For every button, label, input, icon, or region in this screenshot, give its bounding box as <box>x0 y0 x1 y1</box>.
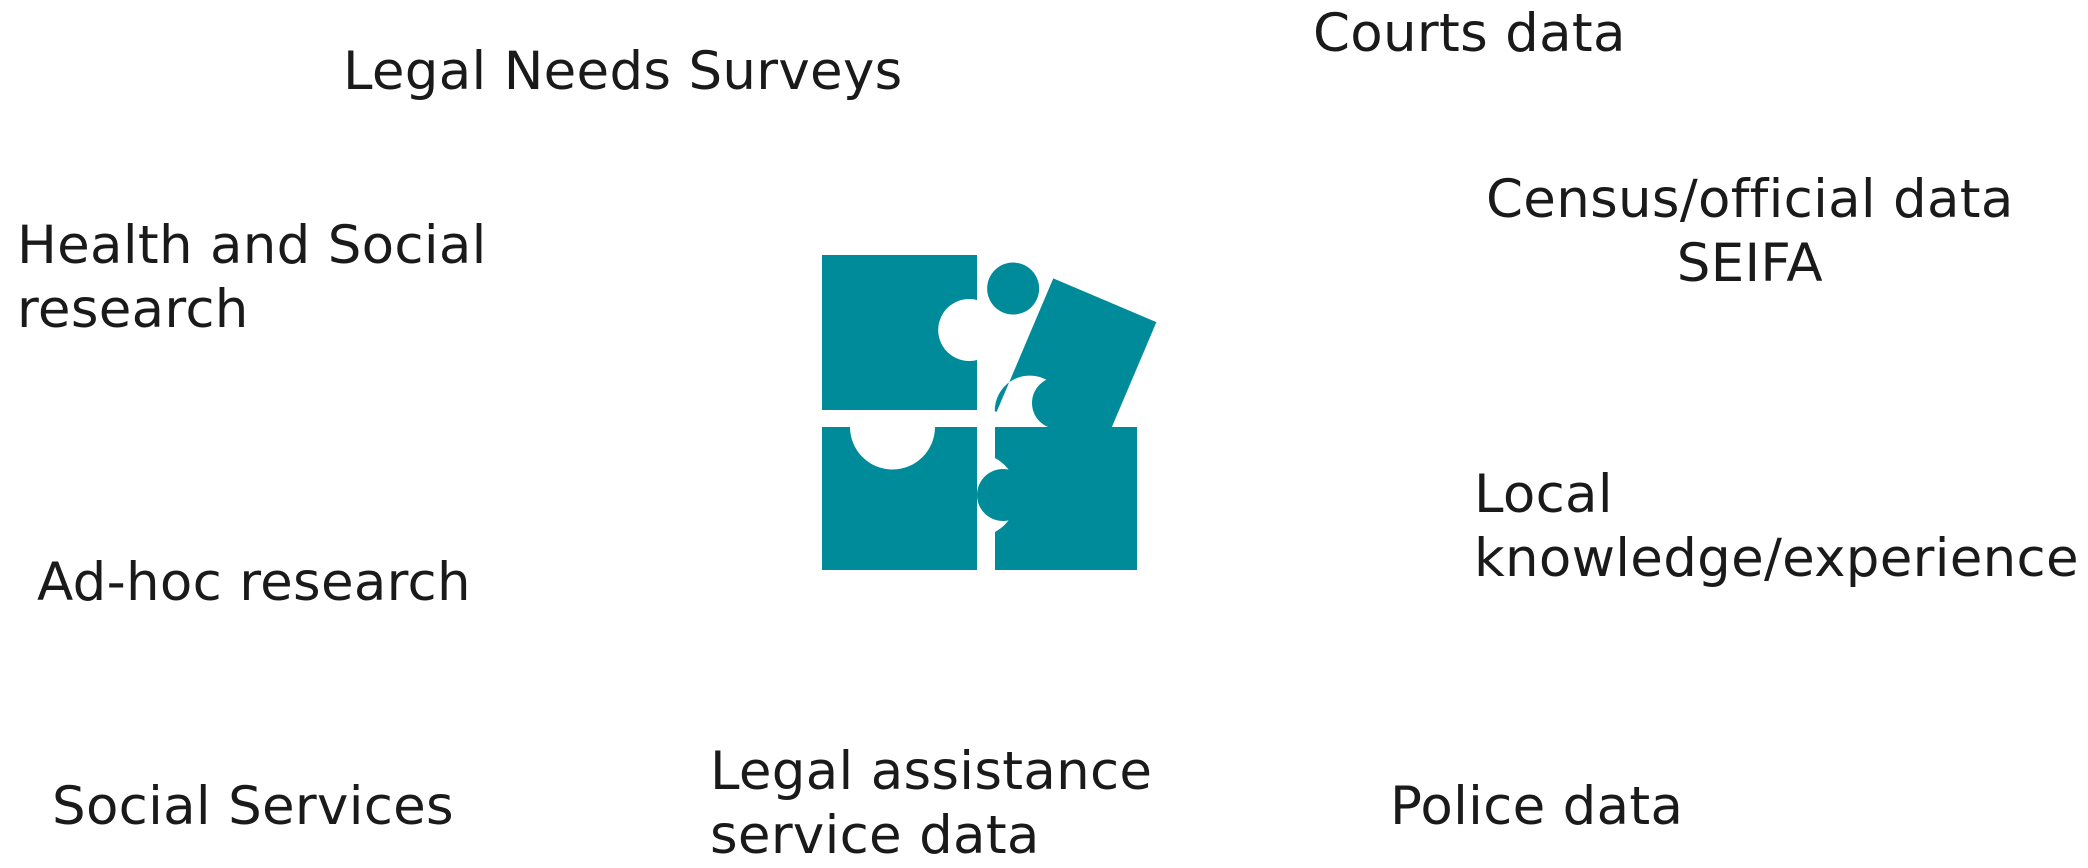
puzzle-piece-top-right <box>994 278 1157 456</box>
source-label: Ad-hoc research <box>37 552 471 613</box>
source-local-knowledge: Local knowledge/experience <box>1474 463 2079 591</box>
source-label-line-2: knowledge/experience <box>1474 528 2079 589</box>
puzzle-knob <box>1032 377 1084 429</box>
source-label-line-2: research <box>17 279 249 340</box>
source-label: Police data <box>1390 776 1684 837</box>
source-adhoc-research: Ad-hoc research <box>37 551 471 615</box>
source-health-social-research: Health and Social research <box>17 214 487 342</box>
puzzle-piece-top-left <box>822 255 977 410</box>
source-label-line-1: Census/official data <box>1486 169 2014 230</box>
puzzle-piece-bottom-left <box>822 427 977 570</box>
source-label-line-2: SEIFA <box>1676 233 1823 294</box>
source-label: Legal Needs Surveys <box>343 41 903 102</box>
source-census-official-data: Census/official data SEIFA <box>1486 168 2014 296</box>
puzzle-pieces-icon <box>822 255 1157 570</box>
source-label-line-2: service data <box>710 805 1040 866</box>
source-legal-assistance-service-data: Legal assistance service data <box>710 740 1152 868</box>
source-label-line-1: Local <box>1474 464 1613 525</box>
source-courts-data: Courts data <box>1313 2 1626 66</box>
source-label: Courts data <box>1313 3 1626 64</box>
source-label-line-1: Legal assistance <box>710 741 1153 802</box>
puzzle-piece-bottom-right <box>995 427 1137 570</box>
source-label-line-1: Health and Social <box>17 215 487 276</box>
source-legal-needs-surveys: Legal Needs Surveys <box>343 40 903 104</box>
source-label: Social Services <box>52 776 454 837</box>
puzzle-knob <box>977 469 1029 521</box>
source-police-data: Police data <box>1390 775 1683 839</box>
source-social-services: Social Services <box>52 775 454 839</box>
puzzle-knob <box>987 262 1040 315</box>
